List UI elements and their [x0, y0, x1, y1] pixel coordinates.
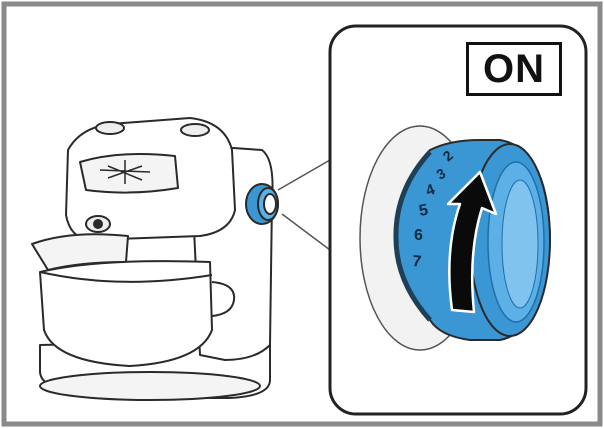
- mixer-front-dot: [93, 219, 103, 229]
- dial-inner-face: [501, 179, 539, 309]
- mixer-knob-back: [180, 123, 210, 137]
- mixer-lid-mark: [99, 160, 151, 184]
- mixer-bowl: [39, 260, 213, 367]
- mixer-knob-top: [95, 121, 125, 135]
- callout-line-bottom: [281, 213, 331, 251]
- zoomed-dial: 2 3 4 5 6 7: [359, 125, 552, 351]
- kitchen-mixer: [31, 117, 279, 401]
- dial-number: 6: [414, 227, 423, 244]
- dial-number: 7: [412, 253, 422, 271]
- callout-line-top: [277, 159, 331, 191]
- rotate-arrow-icon: [446, 170, 498, 314]
- mixer-bowl-handle: [211, 281, 236, 317]
- dial-number: 5: [418, 202, 430, 220]
- mixer-speed-dial-center: [263, 193, 277, 215]
- mixer-bowl-rim: [39, 271, 213, 283]
- dial-rim: [393, 150, 432, 322]
- on-label: ON: [466, 42, 562, 96]
- mixer-lid: [79, 153, 179, 194]
- mixer-base-foot: [39, 371, 261, 401]
